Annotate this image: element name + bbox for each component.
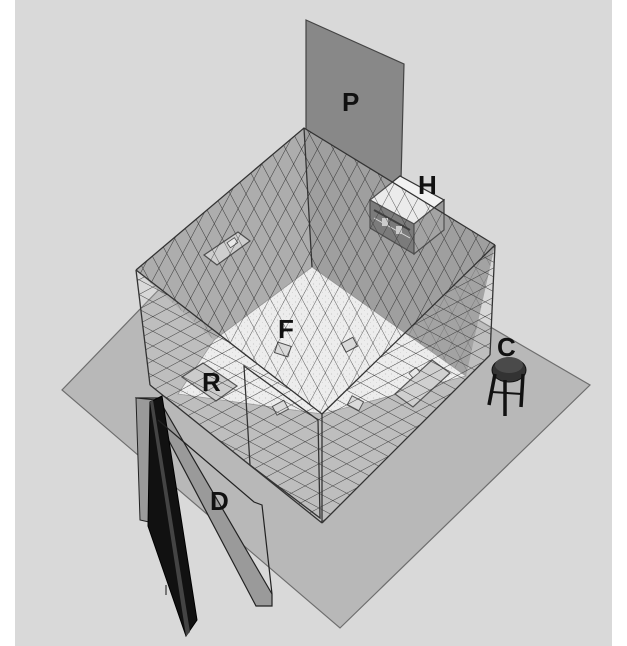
label-door: D xyxy=(210,486,229,516)
label-partition: P xyxy=(342,87,359,117)
stool xyxy=(487,357,527,416)
cage-frame xyxy=(135,127,496,524)
label-floor: F xyxy=(278,314,294,344)
cage-door-frame xyxy=(243,364,321,520)
label-chair: C xyxy=(497,332,516,362)
label-hive: H xyxy=(418,170,437,200)
label-release-platform: R xyxy=(202,367,221,397)
room-door xyxy=(134,395,273,638)
